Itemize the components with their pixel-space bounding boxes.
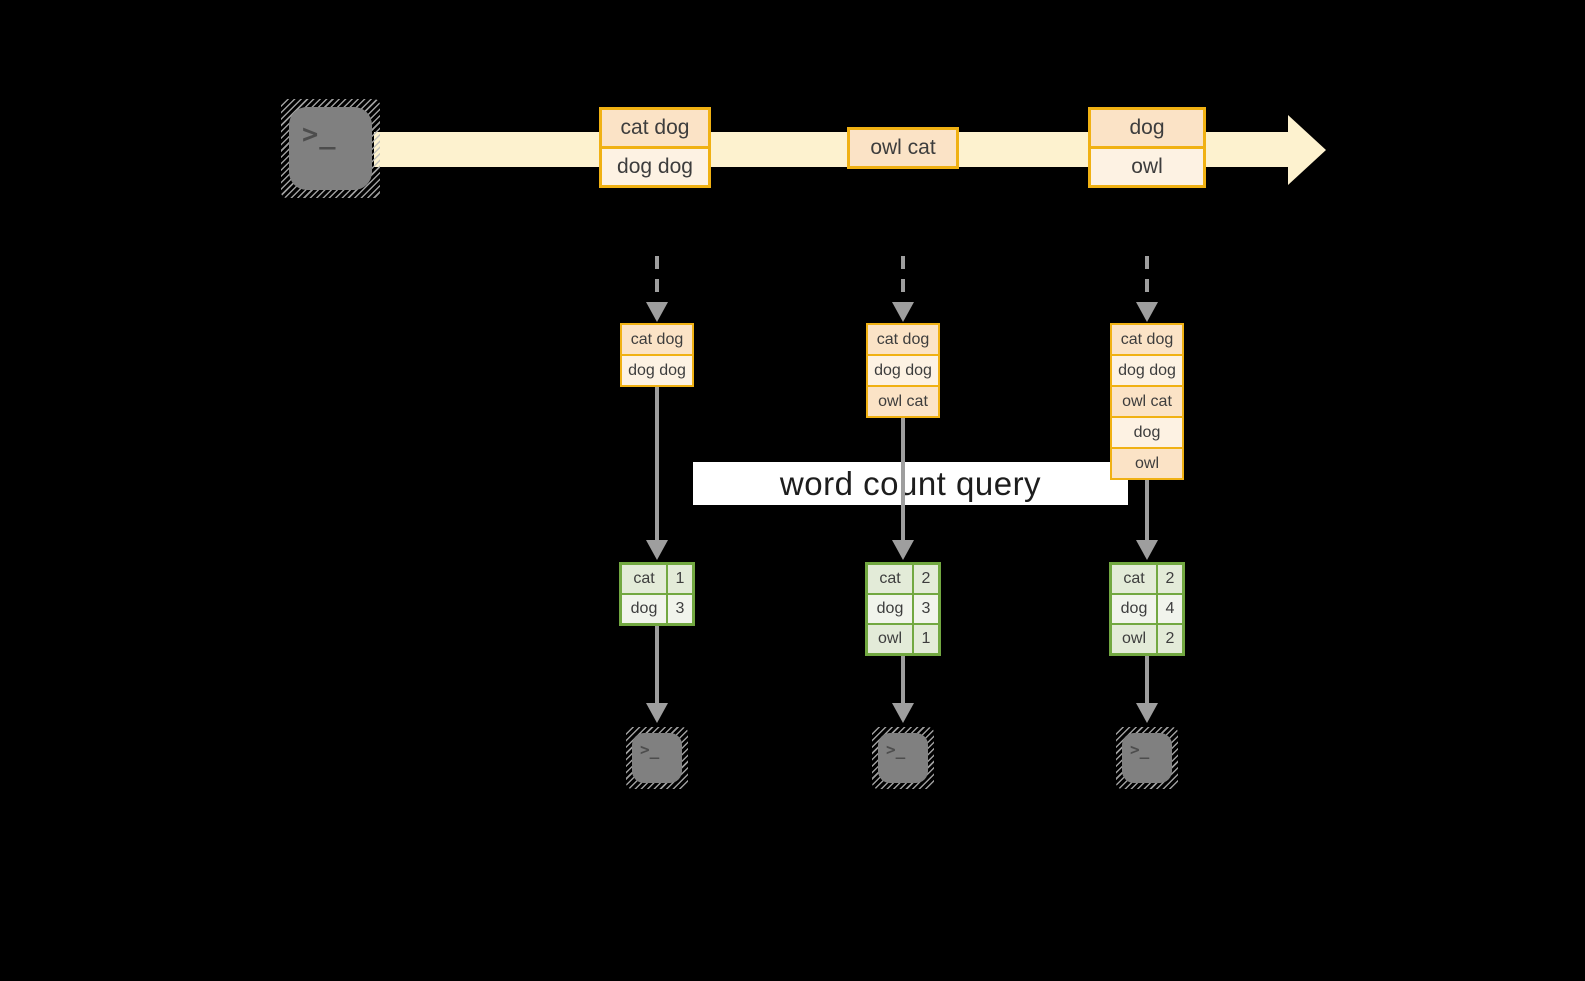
input-line-cell: dog dog xyxy=(622,354,692,385)
count-value-cell: 3 xyxy=(668,595,692,623)
input-line-cell: dog dog xyxy=(1112,354,1182,385)
count-word-cell: dog xyxy=(1112,595,1156,623)
terminal-sink-icon-3: >_ xyxy=(1116,727,1178,789)
dashed-arrow-line-2 xyxy=(901,256,905,302)
terminal-prompt-glyph: >_ xyxy=(640,740,660,759)
count-value-cell: 1 xyxy=(914,625,938,653)
dashed-arrowhead-icon-1 xyxy=(646,302,668,322)
stream-event-line: cat dog xyxy=(602,110,708,146)
count-row: cat 2 xyxy=(868,565,938,593)
stream-event-line: dog xyxy=(1091,110,1203,146)
dashed-arrowhead-icon-3 xyxy=(1136,302,1158,322)
count-row: cat 2 xyxy=(1112,565,1182,593)
count-word-cell: cat xyxy=(622,565,666,593)
count-value-cell: 2 xyxy=(1158,625,1182,653)
count-row: owl 2 xyxy=(1112,625,1182,653)
stream-event-line: dog dog xyxy=(602,146,708,185)
count-word-cell: cat xyxy=(1112,565,1156,593)
input-stack-2: cat dog dog dog owl cat xyxy=(866,323,940,418)
count-value-cell: 4 xyxy=(1158,595,1182,623)
count-row: dog 4 xyxy=(1112,595,1182,623)
stream-event-box-1: cat dog dog dog xyxy=(599,107,711,188)
sink-arrow-line-1 xyxy=(655,626,659,703)
terminal-sink-screen: >_ xyxy=(1122,733,1172,783)
terminal-source-icon: >_ xyxy=(281,99,380,198)
input-line-cell: dog xyxy=(1112,416,1182,447)
count-value-cell: 2 xyxy=(1158,565,1182,593)
count-row: owl 1 xyxy=(868,625,938,653)
count-table-3: cat 2 dog 4 owl 2 xyxy=(1109,562,1185,656)
dashed-arrow-line-3 xyxy=(1145,256,1149,302)
count-row: dog 3 xyxy=(868,595,938,623)
sink-arrow-line-3 xyxy=(1145,656,1149,703)
input-line-cell: cat dog xyxy=(868,325,938,354)
terminal-prompt-glyph: >_ xyxy=(1130,740,1150,759)
stream-event-line: owl cat xyxy=(850,130,956,166)
input-line-cell: cat dog xyxy=(622,325,692,354)
count-value-cell: 3 xyxy=(914,595,938,623)
terminal-prompt-glyph: >_ xyxy=(886,740,906,759)
sink-arrowhead-icon-2 xyxy=(892,703,914,723)
input-line-cell: dog dog xyxy=(868,354,938,385)
query-arrow-line-2 xyxy=(901,415,905,540)
stream-event-box-2: owl cat xyxy=(847,127,959,169)
count-value-cell: 2 xyxy=(914,565,938,593)
input-line-cell: cat dog xyxy=(1112,325,1182,354)
terminal-source-screen: >_ xyxy=(289,107,372,190)
query-arrowhead-icon-2 xyxy=(892,540,914,560)
query-arrow-line-1 xyxy=(655,385,659,540)
stream-event-box-3: dog owl xyxy=(1088,107,1206,188)
sink-arrowhead-icon-3 xyxy=(1136,703,1158,723)
input-stack-3: cat dog dog dog owl cat dog owl xyxy=(1110,323,1184,480)
terminal-sink-screen: >_ xyxy=(878,733,928,783)
query-label-band: word count query xyxy=(693,462,1128,505)
query-label: word count query xyxy=(779,464,1042,502)
query-arrowhead-icon-1 xyxy=(646,540,668,560)
input-line-cell: owl xyxy=(1112,447,1182,478)
count-word-cell: cat xyxy=(868,565,912,593)
count-value-cell: 1 xyxy=(668,565,692,593)
sink-arrow-line-2 xyxy=(901,656,905,703)
input-stack-1: cat dog dog dog xyxy=(620,323,694,387)
stream-arrowhead-icon xyxy=(1288,115,1326,185)
terminal-sink-screen: >_ xyxy=(632,733,682,783)
terminal-sink-icon-2: >_ xyxy=(872,727,934,789)
sink-arrowhead-icon-1 xyxy=(646,703,668,723)
dashed-arrowhead-icon-2 xyxy=(892,302,914,322)
terminal-prompt-glyph: >_ xyxy=(302,119,337,150)
input-line-cell: owl cat xyxy=(868,385,938,416)
count-word-cell: owl xyxy=(1112,625,1156,653)
input-line-cell: owl cat xyxy=(1112,385,1182,416)
count-word-cell: dog xyxy=(868,595,912,623)
count-row: dog 3 xyxy=(622,595,692,623)
stream-event-line: owl xyxy=(1091,146,1203,185)
count-word-cell: dog xyxy=(622,595,666,623)
count-row: cat 1 xyxy=(622,565,692,593)
query-arrow-line-3 xyxy=(1145,480,1149,540)
query-arrowhead-icon-3 xyxy=(1136,540,1158,560)
count-table-2: cat 2 dog 3 owl 1 xyxy=(865,562,941,656)
count-word-cell: owl xyxy=(868,625,912,653)
dashed-arrow-line-1 xyxy=(655,256,659,302)
terminal-sink-icon-1: >_ xyxy=(626,727,688,789)
count-table-1: cat 1 dog 3 xyxy=(619,562,695,626)
